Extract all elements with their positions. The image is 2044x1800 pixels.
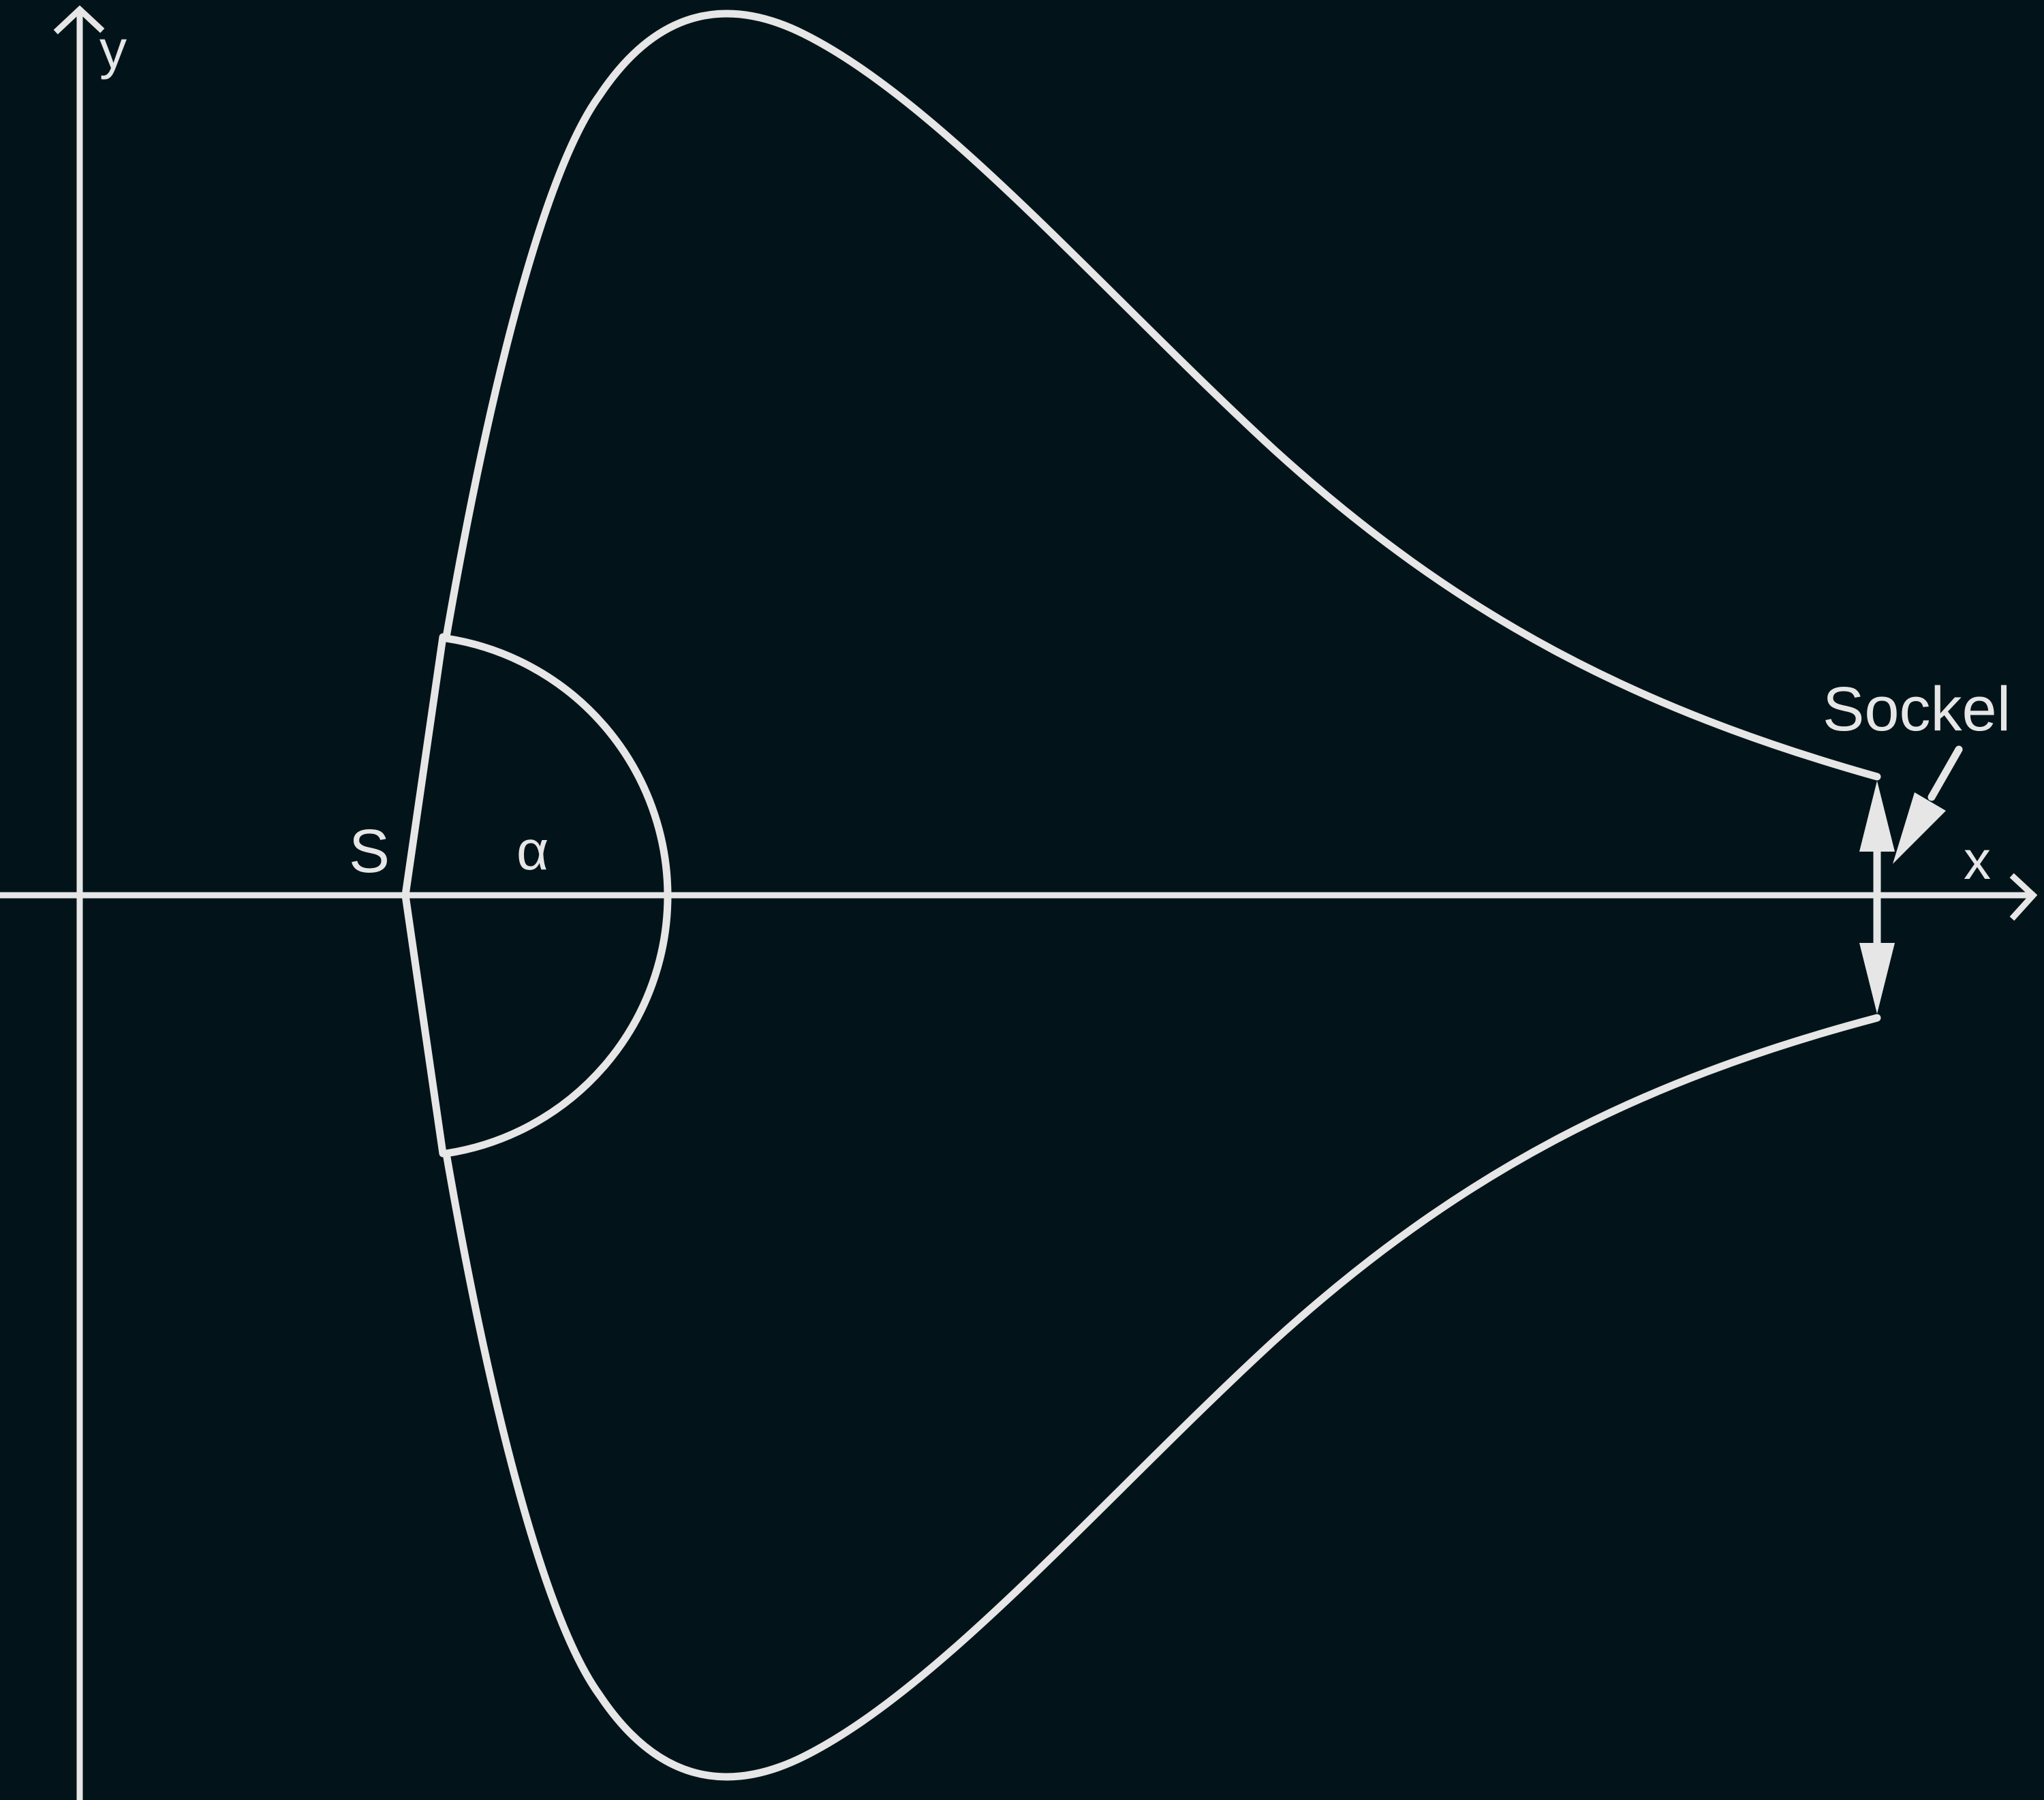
angle-label: α: [516, 820, 548, 882]
sockel-pointer-arrow: [1893, 745, 1963, 864]
axes: [0, 5, 2038, 1800]
dimension-arrowhead-top: [1859, 781, 1895, 852]
upper-curve: [442, 10, 1881, 781]
angle-legs: [401, 633, 447, 1158]
pointer-arrowhead: [1893, 792, 1946, 864]
pointer-shaft: [1927, 745, 1963, 801]
y-axis-label: y: [99, 19, 127, 80]
sockel-dimension-arrow: [1859, 781, 1895, 1014]
y-axis-arrowhead: [53, 5, 105, 35]
sockel-label: Sockel: [1823, 674, 2011, 744]
lower-curve: [442, 1014, 1881, 1781]
dimension-arrowhead-bottom: [1859, 943, 1895, 1014]
x-axis-label: x: [1964, 830, 1991, 890]
x-axis-arrowhead: [2009, 873, 2038, 921]
vertex-label: S: [349, 818, 390, 886]
angle-arc: [442, 634, 672, 1158]
